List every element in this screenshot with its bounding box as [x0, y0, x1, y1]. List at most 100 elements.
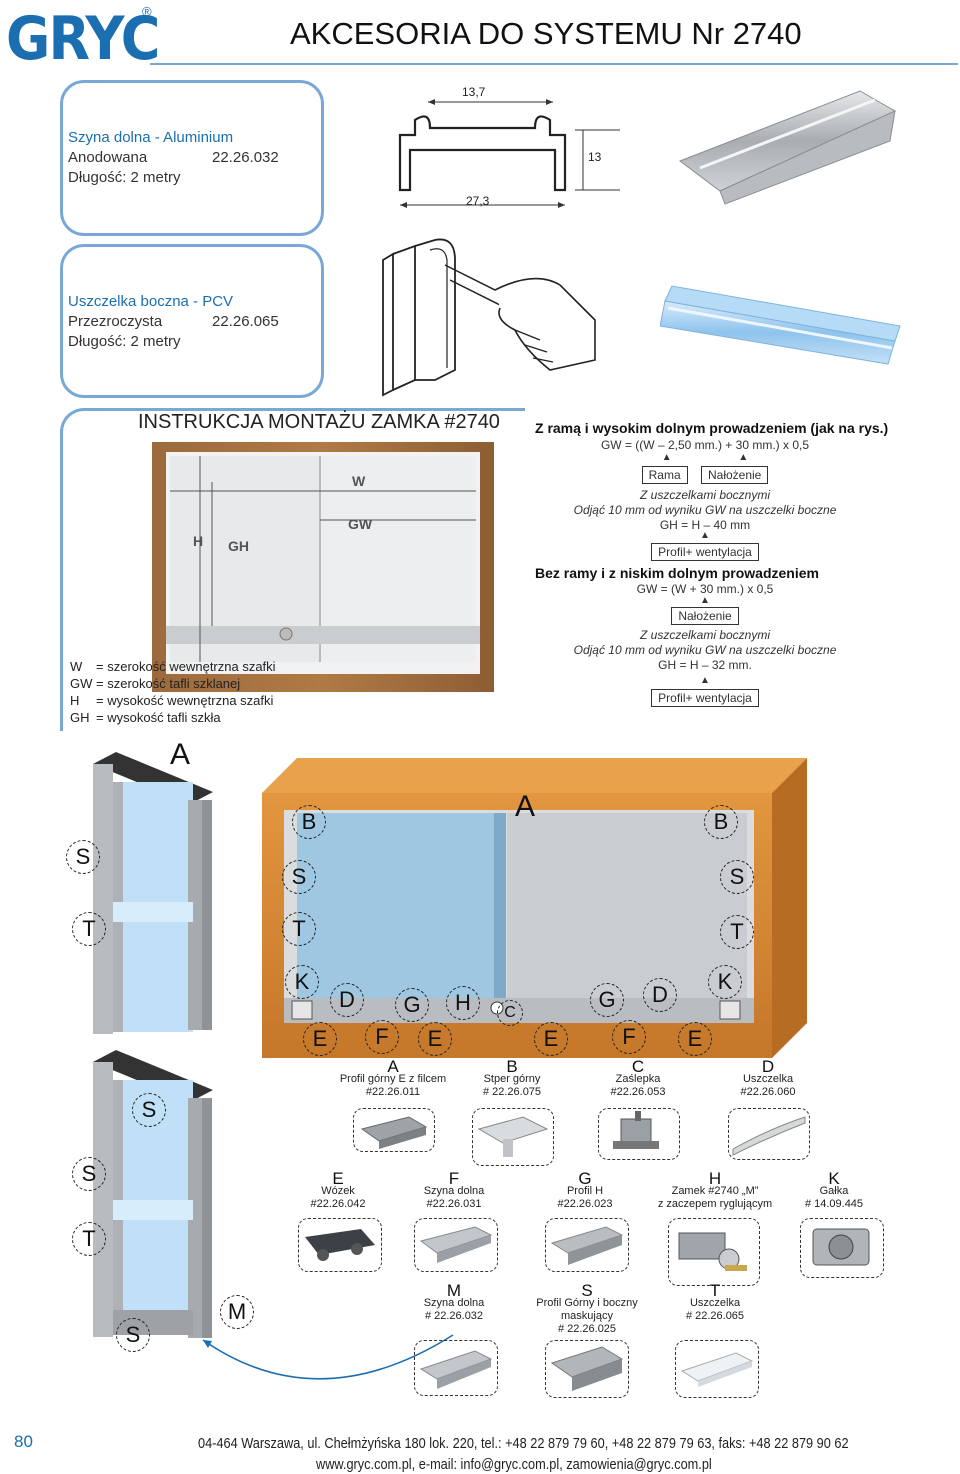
callout-T-2: T	[282, 912, 316, 946]
rail-photo	[678, 90, 897, 205]
part-K-image-box	[800, 1218, 884, 1278]
instructions-title: INSTRUKCJA MONTAŻU ZAMKA #2740	[138, 411, 500, 433]
masking-profile-icon	[550, 1346, 624, 1391]
callout-T-4: T	[72, 1222, 106, 1256]
part-G-image-box	[545, 1218, 629, 1272]
product-rail-name: Szyna dolna - Aluminium	[68, 129, 234, 146]
case2-note2: Odjąć 10 mm od wyniku GW na uszczelki bo…	[573, 643, 837, 657]
case1-tag3-wrap: Profil+ wentylacja	[535, 543, 875, 561]
product-rail-length: Długość: 2 metry	[68, 169, 181, 186]
seal-photo	[660, 285, 901, 365]
tag-rama: Rama	[641, 466, 688, 484]
case2-note1: Z uszczelkami bocznymi	[639, 628, 771, 642]
label-GH: GH	[228, 538, 249, 554]
part-C-image-box	[598, 1108, 680, 1160]
callout-E-2: E	[418, 1022, 452, 1056]
product-rail-text: Szyna dolna - Aluminium Anodowana 22.26.0…	[68, 128, 308, 188]
callout-T-1: T	[72, 912, 106, 946]
case1-arrow2: ▲	[700, 530, 710, 541]
part-T-image-box	[675, 1340, 759, 1398]
part-A-image-box	[353, 1108, 435, 1152]
dim-side: 13	[588, 150, 602, 164]
callout-S-4: S	[132, 1093, 166, 1127]
legend-row: H= wysokość wewnętrzna szafki	[70, 693, 274, 708]
callout-T-3: T	[720, 915, 754, 949]
case2-formula2: GH = H – 32 mm.	[658, 658, 752, 672]
product-rail-code: 22.26.032	[212, 149, 279, 166]
rail-cross-section-drawing	[398, 99, 620, 208]
case2-tag2-wrap: Profil+ wentylacja	[535, 689, 875, 707]
callout-G-right: G	[590, 983, 624, 1017]
page-number: 80	[14, 1432, 33, 1451]
product-seal-code: 22.26.065	[212, 313, 279, 330]
stopper-icon	[477, 1116, 549, 1157]
dim-top: 13,7	[462, 85, 486, 99]
label-H: H	[193, 533, 204, 549]
callout-K-right: K	[708, 965, 742, 999]
part-F-image-box	[414, 1218, 498, 1272]
bottom-rail-icon	[419, 1226, 493, 1263]
callout-D-left: D	[330, 983, 364, 1017]
tag-profil-2: Profil+ wentylacja	[651, 689, 759, 707]
door-profile-top-drawing	[93, 752, 213, 1034]
case1-formula: GW = ((W – 2,50 mm.) + 30 mm.) x 0,5	[600, 438, 810, 452]
part-M-image-box	[414, 1340, 498, 1396]
legend-row: GH= wysokość tafli szkła	[70, 710, 221, 725]
product-rail-finish: Anodowana	[68, 149, 148, 166]
part-E-image-box	[298, 1218, 382, 1272]
callout-C: C	[497, 1000, 523, 1026]
product-seal-name: Uszczelka boczna - PCV	[68, 293, 234, 310]
assembly-letter-A-center: A	[515, 790, 536, 823]
case1-tags: Rama Nałożenie	[535, 466, 875, 484]
cabinet-measurement-diagram	[152, 442, 494, 692]
dimension-legend: W= szerokość wewnętrzna szafki GW= szero…	[70, 658, 276, 726]
dim-bottom: 27,3	[466, 194, 490, 208]
product-box-seal	[60, 244, 324, 398]
callout-S-3: S	[720, 860, 754, 894]
legend-row: GW= szerokość tafli szklanej	[70, 676, 241, 691]
label-GW: GW	[348, 516, 373, 532]
callout-E-1: E	[303, 1022, 337, 1056]
product-seal-text: Uszczelka boczna - PCV Przezroczysta 22.2…	[68, 292, 308, 352]
case1-formula2: GH = H – 40 mm	[659, 518, 751, 532]
legend-row: W= szerokość wewnętrzna szafki	[70, 659, 276, 674]
case1-note1: Z uszczelkami bocznymi	[639, 488, 771, 502]
case2-heading: Bez ramy i z niskim dolnym prowadzeniem	[535, 565, 819, 581]
callout-M: M	[220, 1295, 254, 1329]
lock-icon	[678, 1232, 747, 1271]
callout-B-left: B	[292, 805, 326, 839]
callout-S-2: S	[282, 860, 316, 894]
door-profile-bottom-drawing	[93, 1050, 213, 1338]
callout-H: H	[446, 986, 480, 1020]
callout-F-left: F	[365, 1020, 399, 1054]
product-seal-length: Długość: 2 metry	[68, 333, 181, 350]
part-S-image-box	[545, 1340, 629, 1398]
case1-note2: Odjąć 10 mm od wyniku GW na uszczelki bo…	[573, 503, 837, 517]
callout-S-5: S	[72, 1157, 106, 1191]
part-D-image-box	[728, 1108, 810, 1160]
callout-D-right: D	[643, 978, 677, 1012]
case1-heading: Z ramą i wysokim dolnym prowadzeniem (ja…	[535, 420, 889, 436]
tag-profil: Profil+ wentylacja	[651, 543, 759, 561]
product-seal-finish: Przezroczysta	[68, 313, 163, 330]
h-profile-icon	[550, 1226, 624, 1265]
part-B-image-box	[472, 1108, 554, 1166]
callout-E-3: E	[534, 1022, 568, 1056]
rail-icon	[419, 1350, 493, 1389]
tag-nalozenie: Nałożenie	[700, 466, 769, 484]
product-box-rail	[60, 80, 324, 236]
tag-nalozenie-2: Nałożenie	[671, 607, 739, 625]
seal-installation-drawing	[382, 238, 596, 397]
seal-strip-icon	[732, 1116, 806, 1156]
end-cap-icon	[613, 1111, 659, 1149]
label-W: W	[352, 473, 366, 489]
